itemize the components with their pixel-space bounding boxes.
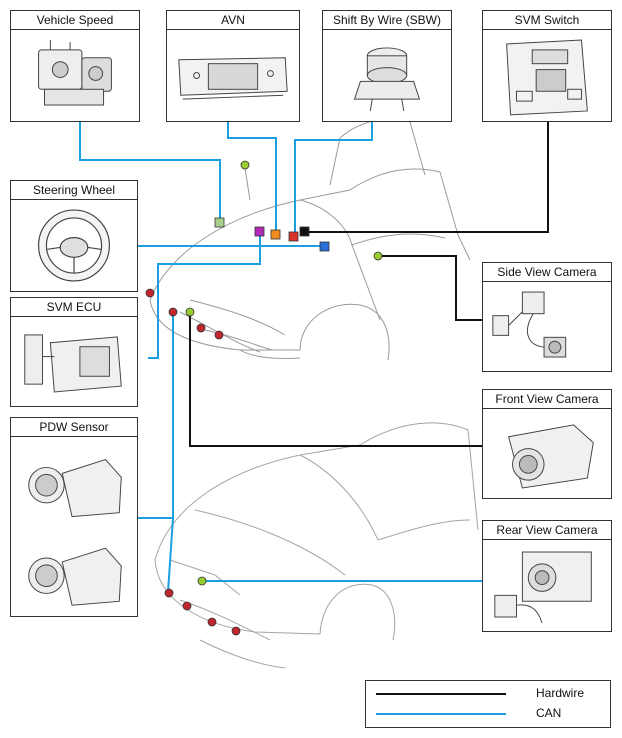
legend-can: CAN: [376, 705, 600, 723]
abs-module-icon: [11, 30, 139, 121]
sbw-title: Shift By Wire (SBW): [323, 11, 451, 30]
pdw-sensor-icons: [11, 437, 137, 616]
svm-ecu-icon: [11, 317, 137, 406]
legend: Hardwire CAN: [365, 680, 611, 728]
svm-switch-icon: [483, 30, 611, 121]
side-view-camera-panel: Side View Camera: [482, 262, 612, 372]
can-label: CAN: [536, 706, 562, 720]
rear-vehicle-illustration: [154, 422, 479, 669]
avn-panel: AVN: [166, 10, 300, 122]
svm-switch-title: SVM Switch: [483, 11, 611, 30]
vehicle-speed-title: Vehicle Speed: [11, 11, 139, 30]
svm-ecu-title: SVM ECU: [11, 298, 137, 317]
sbw-node: [288, 231, 299, 242]
steering-wheel-title: Steering Wheel: [11, 181, 137, 200]
rear-view-camera-panel: Rear View Camera: [482, 520, 612, 632]
side-view-camera-marker: [373, 251, 383, 261]
avn-title: AVN: [167, 11, 299, 30]
hardwire-swatch: [376, 693, 506, 695]
avn-unit-icon: [167, 30, 299, 121]
vehicle-speed-panel: Vehicle Speed: [10, 10, 140, 122]
svm-switch-panel: SVM Switch: [482, 10, 612, 122]
svm-ecu-node: [319, 241, 330, 252]
rear-view-camera-title: Rear View Camera: [483, 521, 611, 540]
steering-wheel-panel: Steering Wheel: [10, 180, 138, 292]
hardwire-wires: [189, 122, 549, 447]
front-view-camera-marker: [185, 307, 195, 317]
steering-wheel-node: [254, 226, 265, 237]
rear-view-camera-icon: [483, 540, 611, 631]
sbw-panel: Shift By Wire (SBW): [322, 10, 452, 122]
svm-switch-node: [299, 226, 310, 237]
front-vehicle-illustration: [149, 118, 471, 361]
legend-hardwire: Hardwire: [376, 685, 600, 703]
svm-ecu-panel: SVM ECU: [10, 297, 138, 407]
front-view-camera-icon: [483, 409, 611, 498]
top-camera-marker: [240, 160, 250, 170]
can-swatch: [376, 713, 506, 715]
pdw-sensor-title: PDW Sensor: [11, 418, 137, 437]
steering-wheel-icon: [11, 200, 137, 291]
pdw-sensor-panel: PDW Sensor: [10, 417, 138, 617]
sbw-dial-icon: [323, 30, 451, 121]
front-view-camera-title: Front View Camera: [483, 390, 611, 409]
can-wires: [79, 120, 482, 593]
avn-node: [270, 229, 281, 240]
rear-view-camera-marker: [197, 576, 207, 586]
vehicle-speed-node: [214, 217, 225, 228]
side-view-camera-icon: [483, 282, 611, 371]
hardwire-label: Hardwire: [536, 686, 585, 700]
side-view-camera-title: Side View Camera: [483, 263, 611, 282]
front-view-camera-panel: Front View Camera: [482, 389, 612, 499]
rear-pdw-sensor-markers: [164, 588, 241, 636]
front-pdw-sensor-markers: [145, 288, 224, 340]
